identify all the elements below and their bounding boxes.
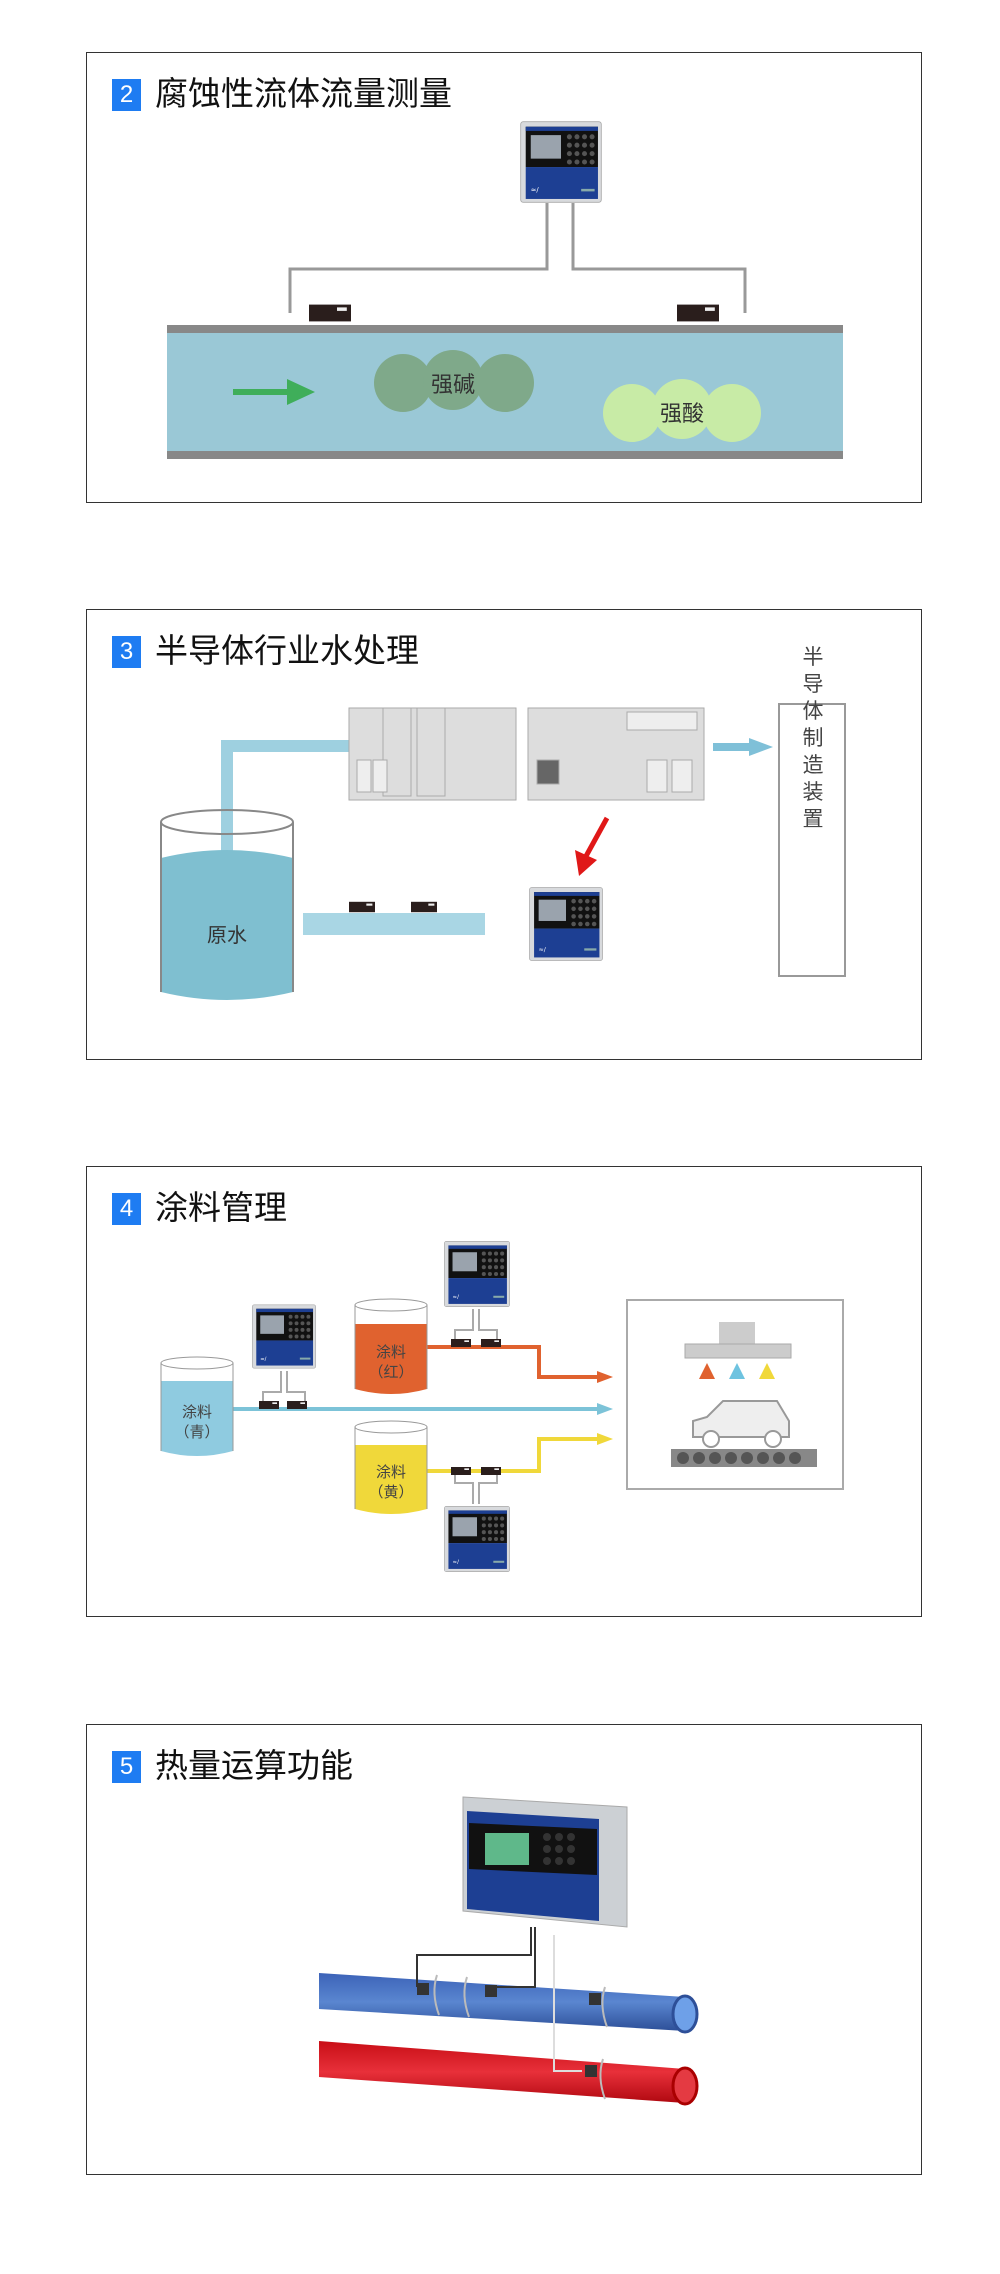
flowmeter-device <box>520 121 602 203</box>
pipe-wall <box>167 451 843 459</box>
tank-label-sub: （黄） <box>368 1483 413 1501</box>
transducer-sensor <box>349 901 375 913</box>
transducer-sensor <box>451 1339 471 1347</box>
manufacturing-device-label: 半导体制造装置 <box>800 646 824 835</box>
car-icon <box>692 1400 790 1438</box>
semiconductor-illustration: 原水 半导体制造装置 <box>160 646 846 1000</box>
transducer-sensor <box>309 304 351 322</box>
tank-label: 涂料 <box>376 1463 406 1481</box>
corrosive-fluid-illustration: 强碱 强酸 <box>167 121 843 459</box>
section-corrosive-fluid: 2 腐蚀性流体流量测量 强碱 强酸 <box>86 52 922 503</box>
transducer-sensor <box>481 1339 501 1347</box>
section-number-badge: 2 <box>112 79 141 111</box>
tank-label-sub: （红） <box>368 1363 413 1381</box>
transducer-sensor <box>481 1467 501 1475</box>
cold-pipe <box>319 1973 685 2031</box>
tank-label: 涂料 <box>376 1343 406 1361</box>
red-arrow-icon <box>575 850 597 876</box>
section-semiconductor-water: 3 半导体行业水处理 原水 半导体制造装置 <box>86 609 922 1060</box>
hot-pipe <box>319 2041 685 2103</box>
flowmeter-device <box>444 1506 510 1572</box>
transducer-sensor <box>677 304 719 322</box>
flowmeter-device <box>444 1241 510 1307</box>
painting-station <box>626 1299 844 1490</box>
transducer-sensor <box>411 901 437 913</box>
red-paint-tank: 涂料 （红） <box>354 1298 428 1394</box>
acid-label: 强酸 <box>660 402 704 427</box>
raw-water-label: 原水 <box>207 923 247 947</box>
section-title: 半导体行业水处理 <box>155 631 419 670</box>
section-number-badge: 4 <box>112 1193 141 1225</box>
flow-arrow-icon <box>749 738 773 756</box>
tank-label: 涂料 <box>182 1403 212 1421</box>
flowmeter-device <box>529 887 603 961</box>
manufacturing-device-box <box>778 703 846 977</box>
section-title: 热量运算功能 <box>155 1746 353 1785</box>
transducer-sensor <box>417 1983 601 2077</box>
transducer-sensor <box>259 1401 279 1409</box>
section-title: 腐蚀性流体流量测量 <box>155 74 452 113</box>
section-number-badge: 3 <box>112 636 141 668</box>
intake-pipe <box>221 740 349 860</box>
flow-arrow-icon <box>233 379 315 405</box>
tank-label-sub: （青） <box>174 1423 219 1441</box>
paint-illustration: 涂料 （青） 涂料 （红） 涂料 （黄） <box>160 1241 844 1572</box>
section-paint-management: 4 涂料管理 涂料 （青） 涂料 （红） <box>86 1166 922 1617</box>
display-screen <box>485 1833 529 1865</box>
yellow-paint-tank: 涂料 （黄） <box>354 1420 428 1514</box>
acid-bubble <box>603 379 761 442</box>
flowmeter-device <box>251 1304 317 1369</box>
cable <box>553 1935 582 2072</box>
cyan-paint-tank: 涂料 （青） <box>160 1356 234 1456</box>
cable <box>288 203 747 313</box>
treatment-equipment <box>348 707 705 801</box>
heat-calculation-illustration <box>319 1796 699 2106</box>
transducer-sensor <box>287 1401 307 1409</box>
transducer-sensor <box>451 1467 471 1475</box>
section-number-badge: 5 <box>112 1751 141 1783</box>
cable <box>416 1927 536 1988</box>
section-heat-calculation: 5 热量运算功能 <box>86 1724 922 2175</box>
section-title: 涂料管理 <box>155 1188 287 1227</box>
alkali-bubble <box>374 350 534 412</box>
alkali-label: 强碱 <box>431 373 475 398</box>
water-tank <box>161 850 293 1000</box>
pipe <box>303 913 485 935</box>
pipe-wall <box>167 325 843 333</box>
